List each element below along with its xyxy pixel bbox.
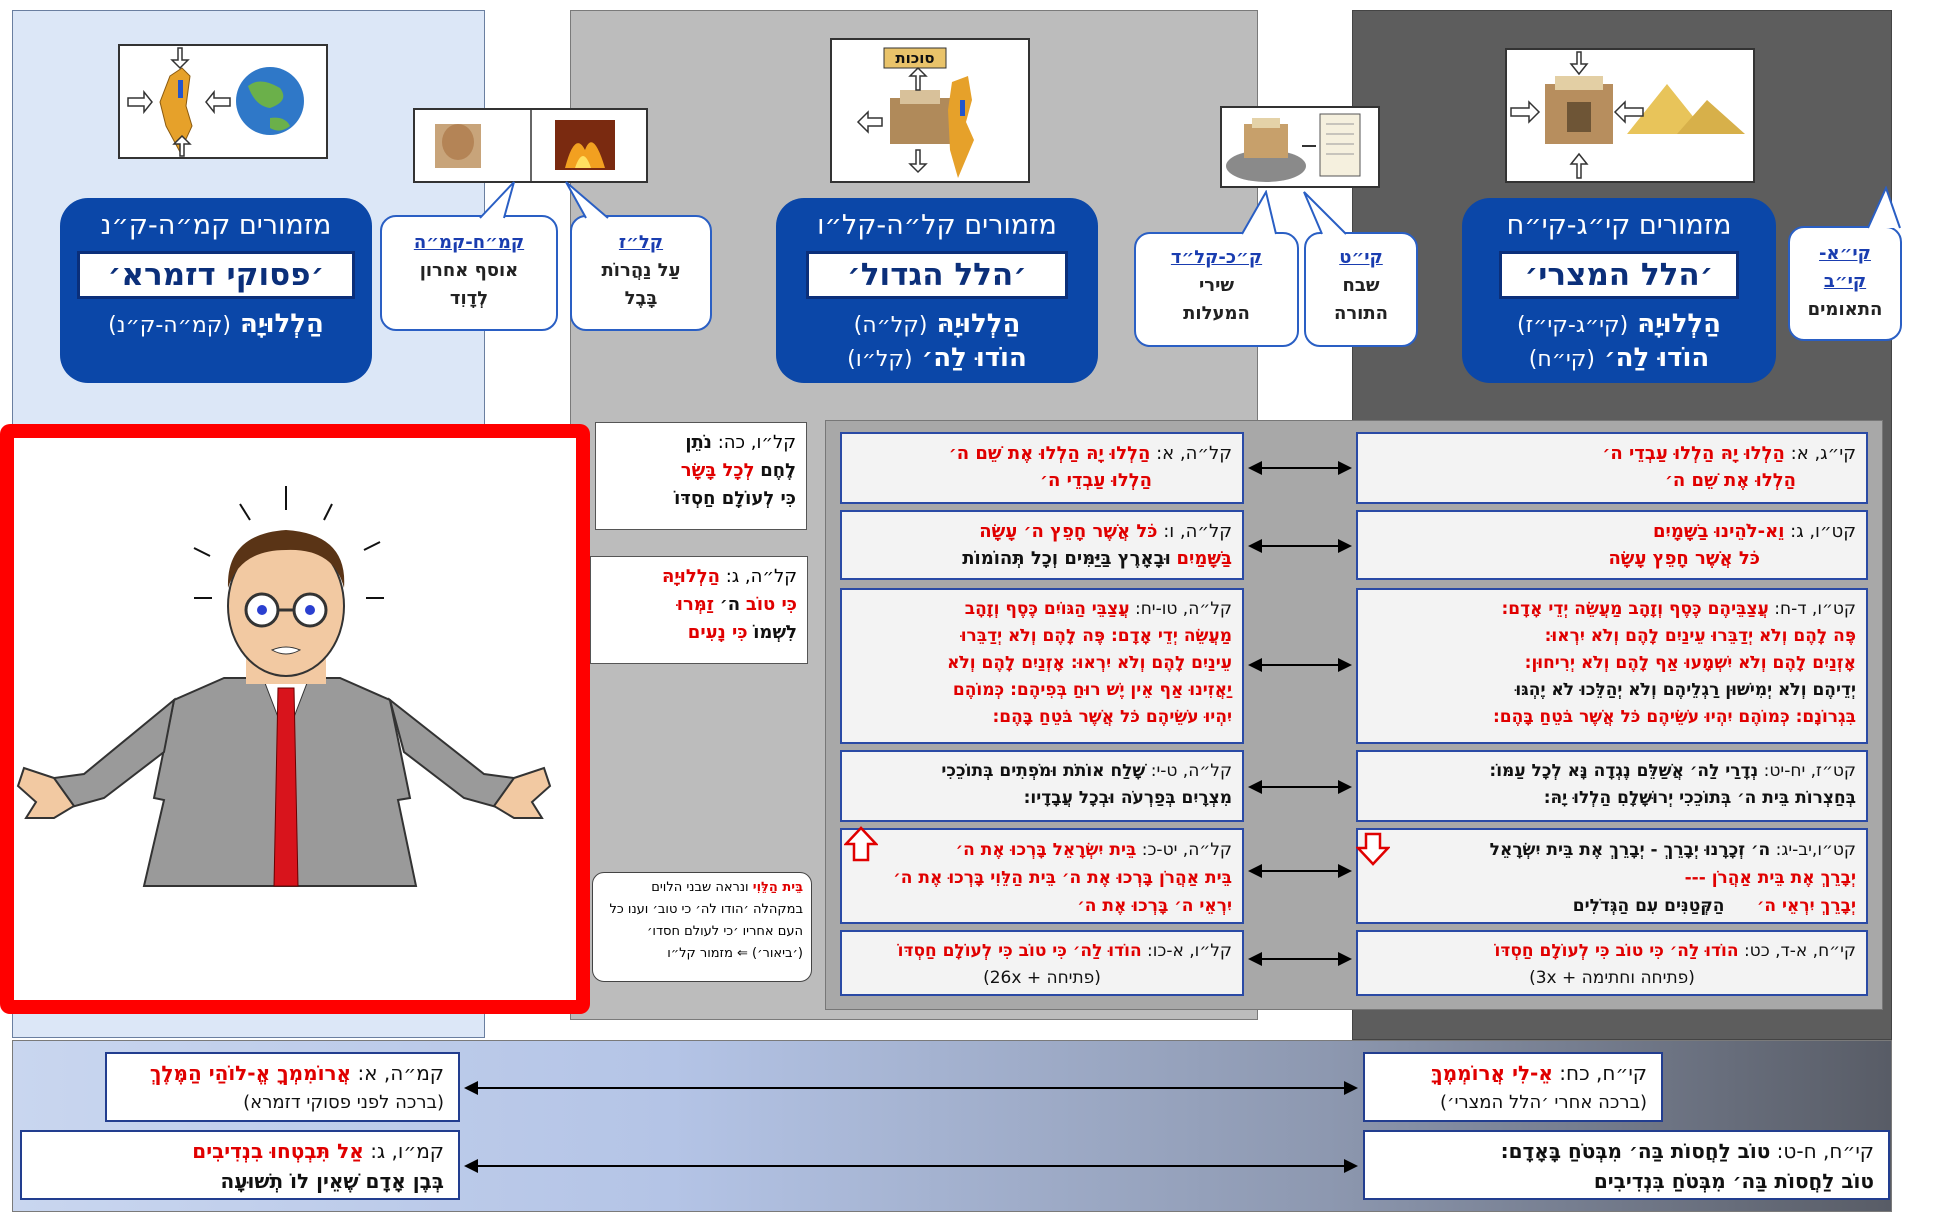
right-column-title: מזמורים קי״ג-קי״ח <box>1506 210 1732 241</box>
row-6-right: קי״ח, א-ד, כט: הוֹדוּ לַה׳ כִּי טוֹב כִּ… <box>1356 930 1868 996</box>
compare-arrow <box>464 1159 1358 1173</box>
compare-arrow <box>1248 461 1352 475</box>
bubble-tail <box>1867 186 1901 229</box>
bottom-row-2-right: קי״ח, ח-ט: טוֹב לַחֲסוֹת בַּה׳ מִבְּטֹחַ… <box>1363 1130 1890 1200</box>
david-babylon-image <box>413 108 648 183</box>
row-2-right: קט״ו, ג: וֵא-לֹהֵינוּ בַשָּׁמָיִם כֹּל א… <box>1356 510 1868 580</box>
row-1-left: קל״ה, א: הַלְלוּ יָהּ הַלְלוּ אֶת שֵׁם ה… <box>840 432 1244 504</box>
bubble-tail <box>565 181 609 219</box>
row-6-left: קל״ו, א-כו: הוֹדוּ לַה׳ כִּי טוֹב כִּי ל… <box>840 930 1244 996</box>
sukkot-label: סוכות <box>895 49 934 67</box>
left-column-name: ׳פסוקי דזמרא׳ <box>77 251 355 299</box>
compare-arrow <box>1248 780 1352 794</box>
bottom-row-2-left: קמ״ו, ג: אַל תִּבְטְחוּ בִנְדִיבִים בְּב… <box>20 1130 460 1200</box>
middle-halleluya: הַלְלוּיָהּ <box>936 309 1021 339</box>
compare-arrow <box>1248 539 1352 553</box>
confused-man-frame <box>0 424 590 1014</box>
middle-column-name: ׳הלל הגדול׳ <box>806 251 1068 299</box>
temple-pyramids-image <box>1505 48 1755 183</box>
row-1-right: קי״ג, א: הַלְלוּ יָהּ הַלְלוּ עַבְדֵי ה׳… <box>1356 432 1868 504</box>
bubble-tail <box>479 181 515 219</box>
left-column-title: מזמורים קמ״ה-ק״נ <box>100 210 332 241</box>
hallel-hamitzri-box: מזמורים קי״ג-קי״ח ׳הלל המצרי׳ הַלְלוּיָה… <box>1462 198 1776 383</box>
left-halleluya: הַלְלוּיָהּ <box>240 309 324 339</box>
compare-arrow <box>1248 864 1352 878</box>
row-3-left: קל״ה, טו-יח: עֲצַבֵּי הַגּוֹיִם כֶּסֶף ו… <box>840 588 1244 744</box>
right-halleluya: הַלְלוּיָהּ <box>1637 309 1722 339</box>
confused-man-illustration <box>16 486 552 887</box>
bottom-row-1-right: קי״ח, כח: אֵ-לִי אֲרוֹמְמֶךָּ (ברכה אחרי… <box>1363 1052 1663 1122</box>
right-hodu-ref: (קי״ח) <box>1528 347 1595 372</box>
middle-hodu: הוֹדוּ לַה׳ <box>921 343 1027 373</box>
row-4-left: קל״ה, ט-י: שָׁלַח אוֹתֹת וּמֹפְתִים בְּת… <box>840 750 1244 822</box>
left-halleluya-ref: (קמ״ה-ק״נ) <box>108 313 231 338</box>
bubble-psalm-137: קל״ז עַל נַהֲרוֹת בָּבֶל <box>570 215 712 331</box>
levi-note: בֵּית הַלֵּוִי ונראה שבני הלוים במקהלה ׳… <box>592 872 812 982</box>
bottom-row-1-left: קמ״ה, א: אֲרוֹמִמְךָ אֱ-לוֹהַי הַמֶּלֶךְ… <box>105 1052 460 1122</box>
verse-ref: קל״ו, כה: <box>717 432 796 453</box>
middle-halleluya-ref: (קל״ה) <box>853 313 928 338</box>
temple-torah-image <box>1220 106 1380 188</box>
row-5-left: קל״ה, יט-כ: בֵּית יִשְׂרָאֵל בָּרְכוּ אֶ… <box>840 828 1244 924</box>
compare-arrow <box>464 1081 1358 1095</box>
temple-sukkot-image: סוכות <box>830 38 1030 183</box>
bubble-psalm-119: קי״ט שבח התורה <box>1304 232 1418 347</box>
hallel-hagadol-box: מזמורים קל״ה-קל״ו ׳הלל הגדול׳ הַלְלוּיָה… <box>776 198 1098 383</box>
bubble-psalm-148: קמ״ח-קמ״ה אוסף אחרון לְדָוִד <box>380 215 558 331</box>
compare-arrow <box>1248 952 1352 966</box>
psukei-dezimra-box: מזמורים קמ״ה-ק״נ ׳פסוקי דזמרא׳ הַלְלוּיָ… <box>60 198 372 383</box>
bubble-tail <box>1303 191 1347 235</box>
bubble-tail <box>1241 190 1277 235</box>
israel-globe-image <box>118 44 328 159</box>
row-4-right: קט״ז, יח-יט: נְדָרַי לַה׳ אֲשַׁלֵּם נֶגְ… <box>1356 750 1868 822</box>
right-column-name: ׳הלל המצרי׳ <box>1499 251 1739 299</box>
right-halleluya-ref: (קי״ג-קי״ז) <box>1516 313 1629 338</box>
row-5-right: קט״ו,יב-יג: ה׳ זְכָרָנוּ יְבָרֵךְ - יְבָ… <box>1356 828 1868 924</box>
middle-hodu-ref: (קל״ו) <box>847 347 913 372</box>
bubble-psalm-120: ק״כ-קל״ד שירי המעלות <box>1134 232 1299 347</box>
arrow-down-icon <box>1356 832 1390 866</box>
bubble-psalm-111: קי״א- קי״ב התאומים <box>1788 226 1902 341</box>
arrow-up-icon <box>844 826 878 862</box>
psalm-135-3-box: קל״ה, ג: הַלְלוּיָהּ כִּי טוֹב ה׳ זַמְּר… <box>590 556 808 664</box>
row-3-right: קט״ו, ד-ח: עֲצַבֵּיהֶם כֶּסֶף וְזָהָב מַ… <box>1356 588 1868 744</box>
row-2-left: קל״ה, ו: כֹּל אֲשֶׁר חָפֵץ ה׳ עָשָׂה בַּ… <box>840 510 1244 580</box>
psalm-136-25-box: קל״ו, כה: נֹתֵן לֶחֶם לְכָל בָּשָׂר כִּי… <box>595 422 807 530</box>
middle-column-title: מזמורים קל״ה-קל״ו <box>817 210 1057 241</box>
right-hodu: הוֹדוּ לַה׳ <box>1604 343 1710 373</box>
compare-arrow <box>1248 658 1352 672</box>
